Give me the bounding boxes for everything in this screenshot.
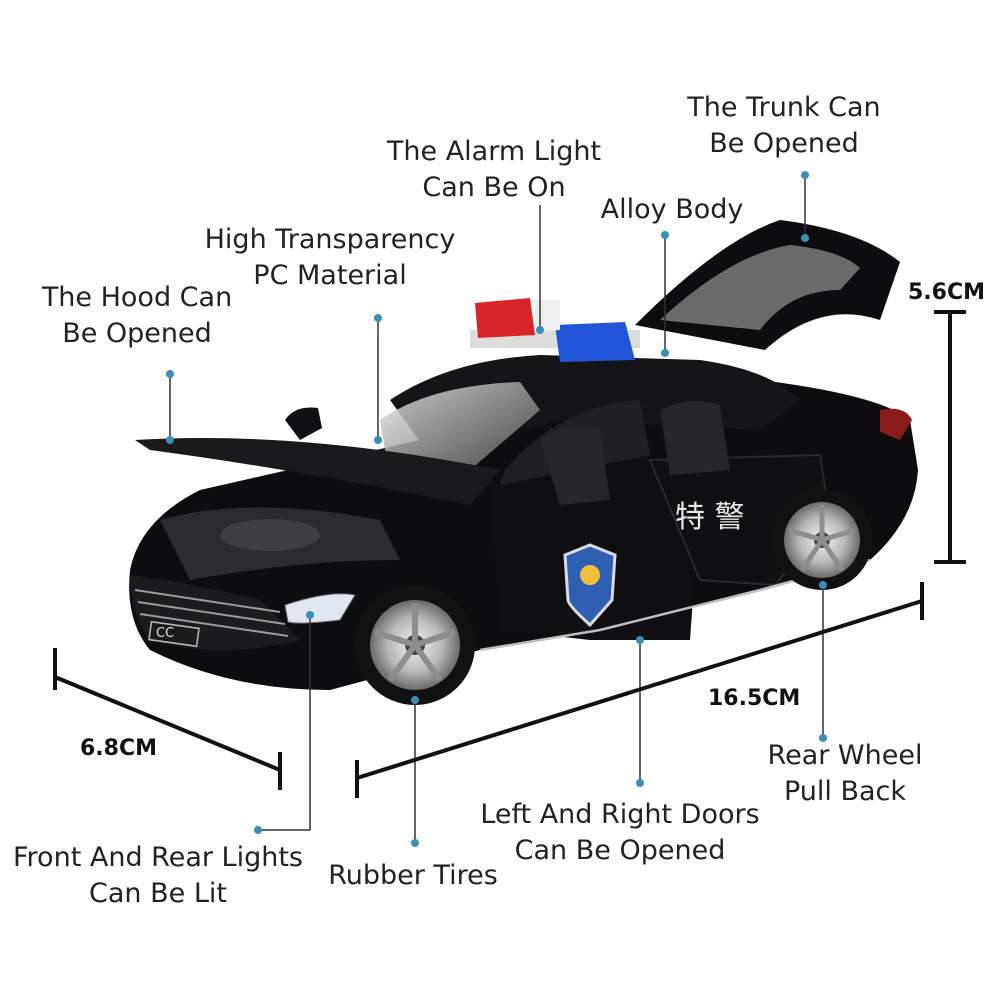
siren-light bbox=[470, 298, 640, 362]
trunk-label-line2: Be Opened bbox=[709, 128, 859, 159]
lights-label: Front And Rear Lights Can Be Lit bbox=[0, 840, 316, 912]
alarm-label-line1: The Alarm Light bbox=[386, 136, 602, 167]
trunk-label: The Trunk Can Be Opened bbox=[664, 90, 904, 162]
lights-label-line2: Can Be Lit bbox=[89, 878, 227, 909]
lights-label-line1: Front And Rear Lights bbox=[12, 842, 303, 873]
door-text: 特 警 bbox=[675, 500, 745, 535]
doors-label-line1: Left And Right Doors bbox=[480, 799, 760, 830]
rear-wheel-label: Rear Wheel Pull Back bbox=[750, 738, 940, 810]
hood-label: The Hood Can Be Opened bbox=[22, 280, 252, 352]
transparency-label: High Transparency PC Material bbox=[190, 222, 470, 294]
front-wheel bbox=[355, 585, 475, 705]
transparency-label-line1: High Transparency bbox=[204, 224, 456, 255]
rear-wheel-label-line1: Rear Wheel bbox=[767, 740, 923, 771]
rear-wheel bbox=[772, 490, 872, 590]
length-dimension: 16.5CM bbox=[708, 686, 801, 711]
hood-label-line2: Be Opened bbox=[62, 318, 212, 349]
hood-label-line1: The Hood Can bbox=[41, 282, 233, 313]
alarm-label-line2: Can Be On bbox=[422, 172, 566, 203]
car-body bbox=[129, 220, 918, 690]
transparency-label-line2: PC Material bbox=[253, 260, 407, 291]
trunk-label-line1: The Trunk Can bbox=[687, 92, 881, 123]
dimension-lines bbox=[53, 310, 966, 798]
alloy-label: Alloy Body bbox=[600, 194, 744, 225]
width-dimension: 6.8CM bbox=[80, 736, 158, 761]
doors-label: Left And Right Doors Can Be Opened bbox=[470, 797, 770, 869]
rear-wheel-label-line2: Pull Back bbox=[783, 776, 907, 807]
leader-lines bbox=[166, 171, 827, 847]
tires-label: Rubber Tires bbox=[328, 860, 498, 891]
plate-text: CC bbox=[156, 626, 175, 641]
alarm-label: The Alarm Light Can Be On bbox=[374, 134, 614, 206]
doors-label-line2: Can Be Opened bbox=[514, 835, 726, 866]
height-dimension: 5.6CM bbox=[908, 280, 986, 305]
